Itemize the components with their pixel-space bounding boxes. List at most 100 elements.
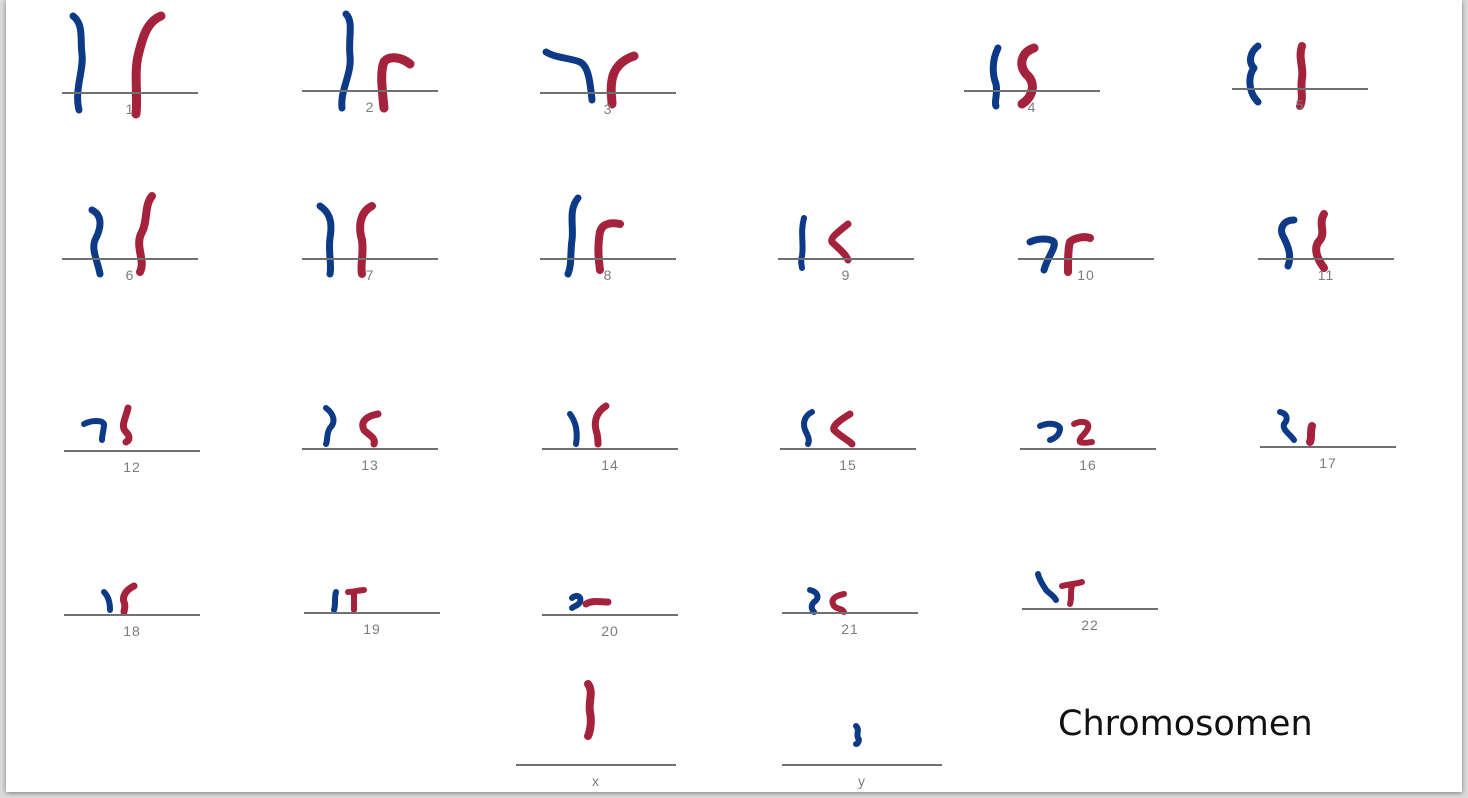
paternal-chromosome [1074, 422, 1092, 443]
pair-number: 22 [1022, 614, 1158, 636]
paternal-chromosome [139, 196, 152, 272]
maternal-chromosome [104, 592, 110, 610]
pair-number: 13 [302, 454, 438, 476]
pair-number: 10 [1018, 264, 1154, 286]
chromosome-pair-17: 17 [1260, 364, 1396, 474]
chromosome-pair-20: 20 [542, 532, 678, 642]
pair-baseline [1018, 258, 1154, 260]
pair-baseline [782, 612, 918, 614]
maternal-chromosome [804, 412, 812, 444]
chromosome-pair-11: 11 [1258, 176, 1394, 286]
maternal-chromosome [1038, 574, 1056, 600]
chromosome-pair-6: 6 [62, 176, 198, 286]
maternal-chromosome [568, 198, 578, 274]
maternal-chromosome [801, 218, 804, 268]
pair-baseline [302, 258, 438, 260]
paternal-chromosome [595, 406, 606, 444]
chromosome-pair-21: 21 [782, 530, 918, 640]
pair-baseline [782, 764, 942, 766]
maternal-chromosome [1280, 412, 1294, 440]
pair-baseline [64, 450, 200, 452]
pair-number: 18 [64, 620, 200, 642]
pair-baseline [302, 448, 438, 450]
maternal-chromosome [84, 421, 104, 440]
paternal-chromosome [1062, 582, 1082, 604]
pair-number: 17 [1260, 452, 1396, 474]
maternal-chromosome [570, 414, 577, 444]
pair-baseline [1232, 88, 1368, 90]
pair-number: 8 [540, 264, 676, 286]
pair-number: 15 [780, 454, 916, 476]
chromosome-pair-12: 12 [64, 368, 200, 478]
pair-baseline [964, 90, 1100, 92]
maternal-chromosome [572, 596, 580, 608]
maternal-chromosome [334, 592, 336, 610]
chromosome-pair-1: 1 [62, 10, 198, 120]
paternal-chromosome [832, 594, 844, 612]
pair-baseline [516, 764, 676, 766]
pair-number: 20 [542, 620, 678, 642]
pair-number: 5 [1232, 94, 1368, 116]
pair-number: 3 [540, 98, 676, 120]
paternal-chromosome [1310, 426, 1312, 442]
pair-number: 6 [62, 264, 198, 286]
pair-number: 9 [778, 264, 914, 286]
chromosome-pair-5: 5 [1232, 6, 1368, 116]
pair-baseline [542, 448, 678, 450]
chromosome-pair-10: 10 [1018, 176, 1154, 286]
pair-baseline [1020, 448, 1156, 450]
paternal-chromosome [599, 223, 621, 270]
paternal-chromosome [123, 586, 134, 612]
chromosome-pair-8: 8 [540, 176, 676, 286]
paternal-chromosome [586, 602, 608, 605]
maternal-chromosome [1040, 424, 1060, 440]
paternal-chromosome [834, 414, 852, 444]
chromosome-pair-13: 13 [302, 366, 438, 476]
pair-number: 21 [782, 618, 918, 640]
chromosome-pair-3: 3 [540, 10, 676, 120]
chromosome-pair-16: 16 [1020, 366, 1156, 476]
sex-chromosome-y: y [782, 682, 942, 792]
chromosome-pair-7: 7 [302, 176, 438, 286]
chromosome-pair-19: 19 [304, 530, 440, 640]
paternal-chromosome [611, 56, 634, 104]
pair-number: x [516, 770, 676, 792]
chromosome-pair-22: 22 [1022, 526, 1158, 636]
pair-baseline [62, 92, 198, 94]
paternal-chromosome [348, 590, 364, 610]
pair-baseline [778, 258, 914, 260]
chromosome-pair-2: 2 [302, 8, 438, 118]
x-chromosome [588, 684, 591, 736]
paternal-chromosome [832, 224, 848, 260]
sex-chromosome-x: x [516, 682, 676, 792]
pair-number: 1 [62, 98, 198, 120]
paternal-chromosome [123, 408, 129, 442]
paternal-chromosome [363, 414, 378, 444]
pair-number: 12 [64, 456, 200, 478]
pair-number: 7 [302, 264, 438, 286]
pair-number: 16 [1020, 454, 1156, 476]
maternal-chromosome [326, 408, 333, 444]
pair-baseline [64, 614, 200, 616]
pair-baseline [1260, 446, 1396, 448]
pair-number: 11 [1258, 264, 1394, 286]
pair-number: 2 [302, 96, 438, 118]
maternal-chromosome [810, 590, 817, 612]
pair-number: 19 [304, 618, 440, 640]
pair-baseline [304, 612, 440, 614]
pair-baseline [540, 258, 676, 260]
pair-baseline [302, 90, 438, 92]
maternal-chromosome [73, 16, 82, 110]
pair-baseline [780, 448, 916, 450]
pair-baseline [540, 92, 676, 94]
y-chromosome [856, 726, 859, 744]
pair-number: 14 [542, 454, 678, 476]
figure-title: Chromosomen [1058, 704, 1313, 744]
pair-baseline [1022, 608, 1158, 610]
chromosome-pair-9: 9 [778, 176, 914, 286]
pair-baseline [542, 614, 678, 616]
pair-baseline [1258, 258, 1394, 260]
chromosome-pair-4: 4 [964, 8, 1100, 118]
pair-number: 4 [964, 96, 1100, 118]
chromosome-pair-18: 18 [64, 532, 200, 642]
